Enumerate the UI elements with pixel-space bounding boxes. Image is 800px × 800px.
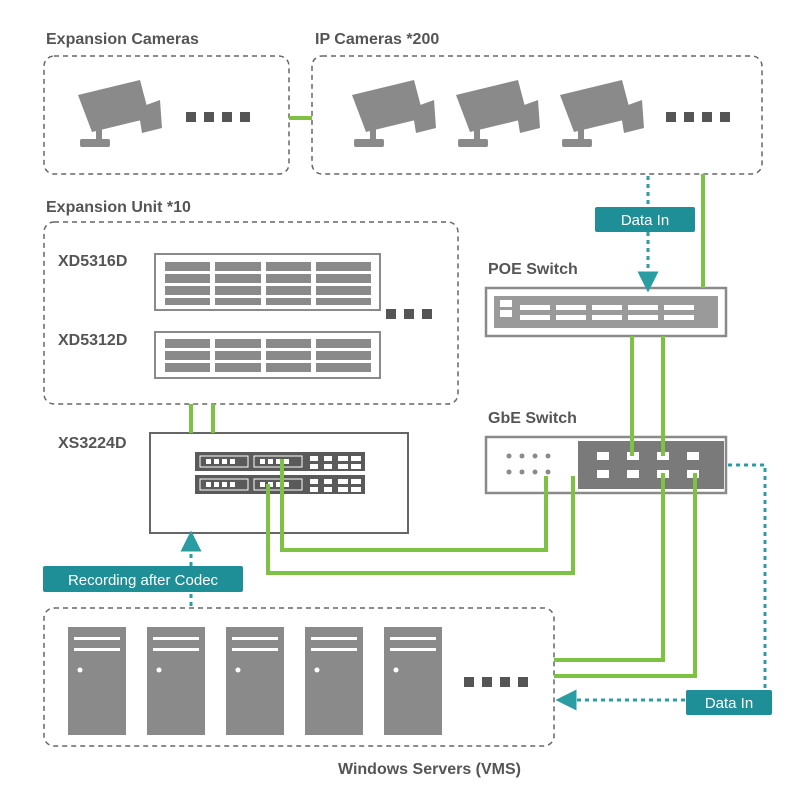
recording-tag-text: Recording after Codec <box>68 572 219 589</box>
expansion-unit-label: Expansion Unit *10 <box>46 199 191 216</box>
server-tower-icon <box>226 627 284 735</box>
expansion-unit-group <box>43 221 459 405</box>
gbe-switch-label: GbE Switch <box>488 410 577 427</box>
cctv-camera-icon <box>560 80 644 147</box>
gbe-switch-device <box>484 435 728 495</box>
server-tower-icon <box>305 627 363 735</box>
ip-cameras-label: IP Cameras *200 <box>315 31 439 48</box>
recording-tag: Recording after Codec <box>43 566 243 592</box>
xs3224d-front-panel <box>195 452 365 494</box>
data-in-tag-top: Data In <box>595 207 695 232</box>
ellipsis-dots-icon <box>666 112 730 122</box>
data-in-tag-bottom: Data In <box>686 690 772 715</box>
xd5312d-label: XD5312D <box>58 332 127 349</box>
data-in-tag-bottom-text: Data In <box>705 695 753 712</box>
windows-servers-label: Windows Servers (VMS) <box>338 761 521 778</box>
poe-switch-device <box>484 286 728 338</box>
data-in-tag-top-text: Data In <box>621 212 669 229</box>
ip-cameras-group <box>311 55 763 175</box>
green-links <box>266 174 705 678</box>
xs3224d-label: XS3224D <box>58 435 127 452</box>
server-tower-icon <box>384 627 442 735</box>
cctv-camera-icon <box>78 80 162 147</box>
data-in-flow-bottom <box>555 463 767 711</box>
ellipsis-dots-icon <box>386 309 432 319</box>
gbe-to-servers-link <box>554 473 697 678</box>
poe-switch-label: POE Switch <box>488 261 578 278</box>
xs3224d-to-gbe-link <box>266 476 575 575</box>
gbe-to-servers-link <box>554 473 665 662</box>
drive-bays <box>165 339 371 372</box>
cctv-camera-icon <box>352 80 436 147</box>
server-tower-icon <box>68 627 126 735</box>
ellipsis-dots-icon <box>464 677 528 687</box>
windows-servers-group <box>43 607 555 747</box>
drive-bays <box>165 262 371 305</box>
server-tower-icon <box>147 627 205 735</box>
xs3224d-to-gbe-link <box>280 459 548 552</box>
xd5312d-device <box>154 331 381 379</box>
ellipsis-dots-icon <box>186 112 250 122</box>
expansion-cameras-label: Expansion Cameras <box>46 31 199 48</box>
xd5316d-label: XD5316D <box>58 253 127 270</box>
cctv-camera-icon <box>456 80 540 147</box>
expansion-cameras-group <box>43 55 290 175</box>
xd5316d-device <box>154 253 381 311</box>
